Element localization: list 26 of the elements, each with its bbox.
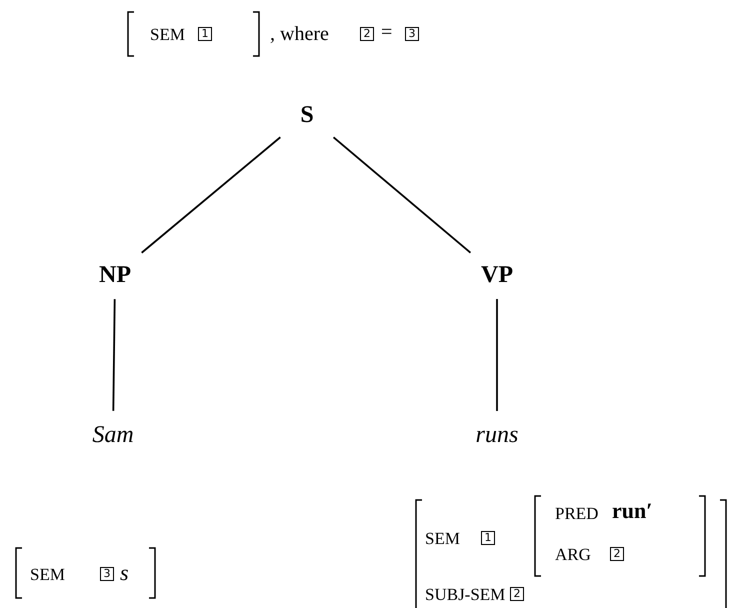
feature-name: SEM <box>150 26 185 43</box>
tree-branch <box>496 299 498 411</box>
tree-branch <box>112 299 116 411</box>
feature-name: SEM <box>30 566 65 583</box>
category-label: NP <box>99 263 131 287</box>
variable-label: s <box>120 562 129 584</box>
feature-name: SEM <box>425 530 460 547</box>
category-label: VP <box>481 263 513 287</box>
text-label: = <box>381 22 392 42</box>
category-label: S <box>300 103 314 127</box>
coindex-tag: 1 <box>481 531 495 545</box>
text-label: , where <box>270 24 329 44</box>
coindex-tag: 2 <box>610 547 624 561</box>
semantic-constant: run′ <box>612 500 652 522</box>
word-label: Sam <box>92 423 134 447</box>
coindex-tag: 2 <box>510 587 524 601</box>
coindex-tag: 1 <box>198 27 212 41</box>
feature-name: SUBJ-SEM <box>425 586 506 603</box>
coindex-tag: 2 <box>360 27 374 41</box>
tree-branch <box>141 136 281 254</box>
word-label: runs <box>476 423 518 447</box>
feature-name: ARG <box>555 546 591 563</box>
coindex-tag: 3 <box>405 27 419 41</box>
coindex-tag: 3 <box>100 567 114 581</box>
tree-branch <box>332 136 472 254</box>
feature-name: PRED <box>555 505 598 522</box>
